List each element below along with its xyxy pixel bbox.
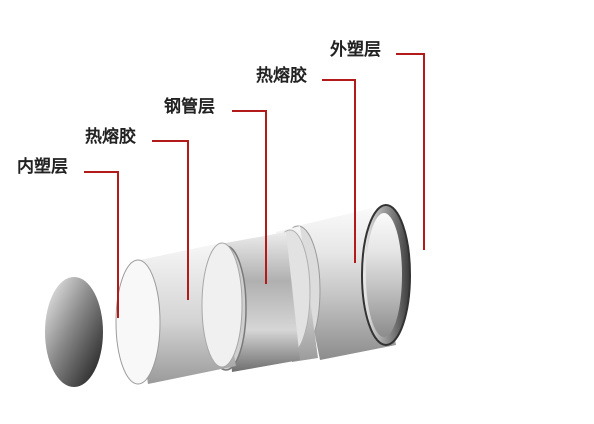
label-outer-plastic-layer: 外塑层 bbox=[330, 40, 381, 60]
leader-line-steel bbox=[232, 110, 267, 284]
hot-melt-layer-1 bbox=[115, 242, 243, 385]
inner-plastic-layer bbox=[45, 277, 103, 387]
label-steel-pipe-layer: 钢管层 bbox=[164, 97, 215, 117]
leader-line-inner bbox=[84, 171, 119, 318]
label-inner-plastic-layer: 内塑层 bbox=[17, 157, 68, 177]
leader-line-outer bbox=[396, 53, 425, 250]
leader-line-hot2 bbox=[322, 79, 356, 263]
leader-lines bbox=[84, 53, 425, 318]
leader-line-hot1 bbox=[152, 140, 189, 300]
label-hot-melt-layer-1: 热熔胶 bbox=[85, 127, 136, 147]
label-hot-melt-layer-2: 热熔胶 bbox=[256, 66, 307, 86]
